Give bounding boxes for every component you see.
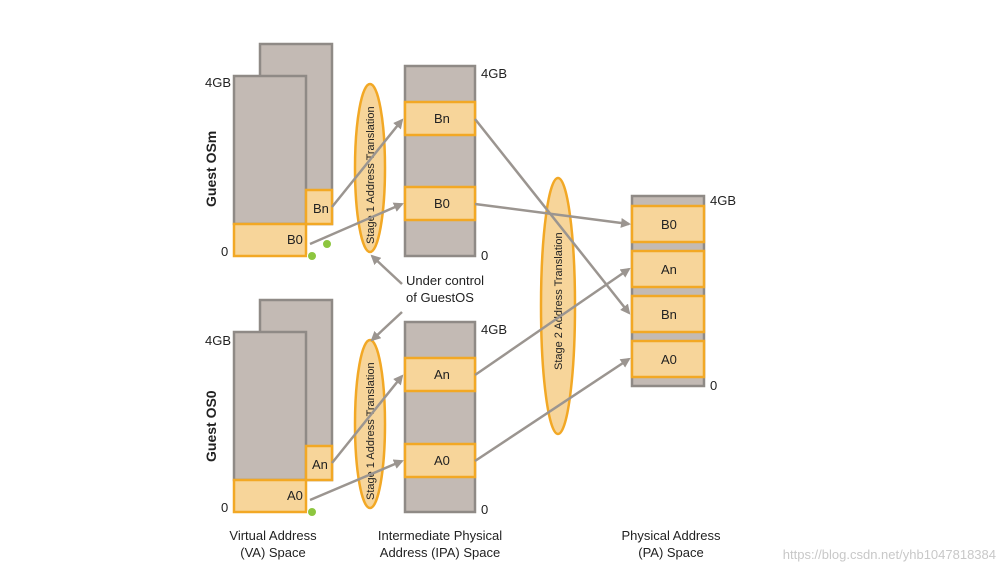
pa-space <box>630 194 706 388</box>
stage1-ellipse-top <box>353 82 387 254</box>
ipa-bottom-an-label: An <box>434 367 450 382</box>
green-dot <box>307 251 317 261</box>
arrow-va-a0-to-ipa-a0 <box>309 459 404 502</box>
ipa-block-an <box>403 356 477 393</box>
va-caption-2: (VA) Space <box>240 545 306 560</box>
pa-block-bn <box>630 294 706 334</box>
pa-b0-label: B0 <box>661 217 677 232</box>
pa-caption-1: Physical Address <box>622 528 721 543</box>
va-bottom-an-label: An <box>312 457 328 472</box>
pa-a0-label: A0 <box>661 352 677 367</box>
pa-an-label: An <box>661 262 677 277</box>
ipa-top-zero-label: 0 <box>481 248 488 263</box>
arrow-va-an-to-ipa-an <box>331 374 404 464</box>
ipa-block-a0 <box>403 442 477 479</box>
under-control-label-2: of GuestOS <box>406 290 474 305</box>
va-top-4gb-label: 4GB <box>205 75 231 90</box>
stage2-label: Stage 2 Address Translation <box>553 232 565 370</box>
ipa-bottom-a0-label: A0 <box>434 453 450 468</box>
arrow-ipa-an-to-pa-an <box>474 267 631 377</box>
pa-block-b0 <box>630 204 706 244</box>
stage1-label-top: Stage 1 Address Translation <box>365 106 377 244</box>
ipa-space-bottom <box>403 320 477 514</box>
ipa-top-4gb-label: 4GB <box>481 66 507 81</box>
va-bottom-a0-label: A0 <box>287 488 303 503</box>
va-space-guest-0 <box>232 298 334 514</box>
va-block-b0-top <box>232 222 308 258</box>
ipa-space-top <box>403 64 477 258</box>
ipa-bottom-zero-label: 0 <box>481 502 488 517</box>
va-top-bn-label: Bn <box>313 201 329 216</box>
ipa-block-b0 <box>403 185 477 222</box>
arrow-under-control-up <box>370 254 403 285</box>
ipa-caption-1: Intermediate Physical <box>378 528 502 543</box>
arrow-va-bn-to-ipa-bn <box>331 118 404 208</box>
pa-caption-2: (PA) Space <box>638 545 704 560</box>
ipa-bottom-4gb-label: 4GB <box>481 322 507 337</box>
va-caption-1: Virtual Address <box>229 528 317 543</box>
guest-os-0-label: Guest OS0 <box>203 390 219 462</box>
stage1-ellipse-bottom <box>353 338 387 510</box>
va-bottom-zero-label: 0 <box>221 500 228 515</box>
ipa-block-bn <box>403 100 477 137</box>
arrow-va-b0-to-ipa-b0 <box>309 202 404 246</box>
pa-block-a0 <box>630 339 706 379</box>
va-space-guest-m <box>232 42 334 258</box>
arrow-ipa-b0-to-pa-b0 <box>474 202 631 228</box>
arrow-ipa-bn-to-pa-bn <box>474 118 631 315</box>
va-bottom-4gb-label: 4GB <box>205 333 231 348</box>
va-block-bn-top <box>304 188 334 226</box>
arrow-ipa-a0-to-pa-a0 <box>474 357 631 463</box>
ipa-top-b0-label: B0 <box>434 196 450 211</box>
ipa-caption-2: Address (IPA) Space <box>380 545 500 560</box>
green-dot <box>322 239 332 249</box>
va-top-b0-label: B0 <box>287 232 303 247</box>
arrow-under-control-down <box>370 311 403 342</box>
stage1-label-bottom: Stage 1 Address Translation <box>365 362 377 500</box>
guest-os-m-label: Guest OSm <box>203 131 219 207</box>
pa-block-an <box>630 249 706 289</box>
pa-zero-label: 0 <box>710 378 717 393</box>
green-dot <box>307 507 317 517</box>
va-top-zero-label: 0 <box>221 244 228 259</box>
pa-bn-label: Bn <box>661 307 677 322</box>
va-block-a0-bottom <box>232 478 308 514</box>
va-block-an-bottom <box>304 444 334 482</box>
watermark: https://blog.csdn.net/yhb1047818384 <box>783 547 996 562</box>
ipa-top-bn-label: Bn <box>434 111 450 126</box>
pa-4gb-label: 4GB <box>710 193 736 208</box>
under-control-label-1: Under control <box>406 273 484 288</box>
